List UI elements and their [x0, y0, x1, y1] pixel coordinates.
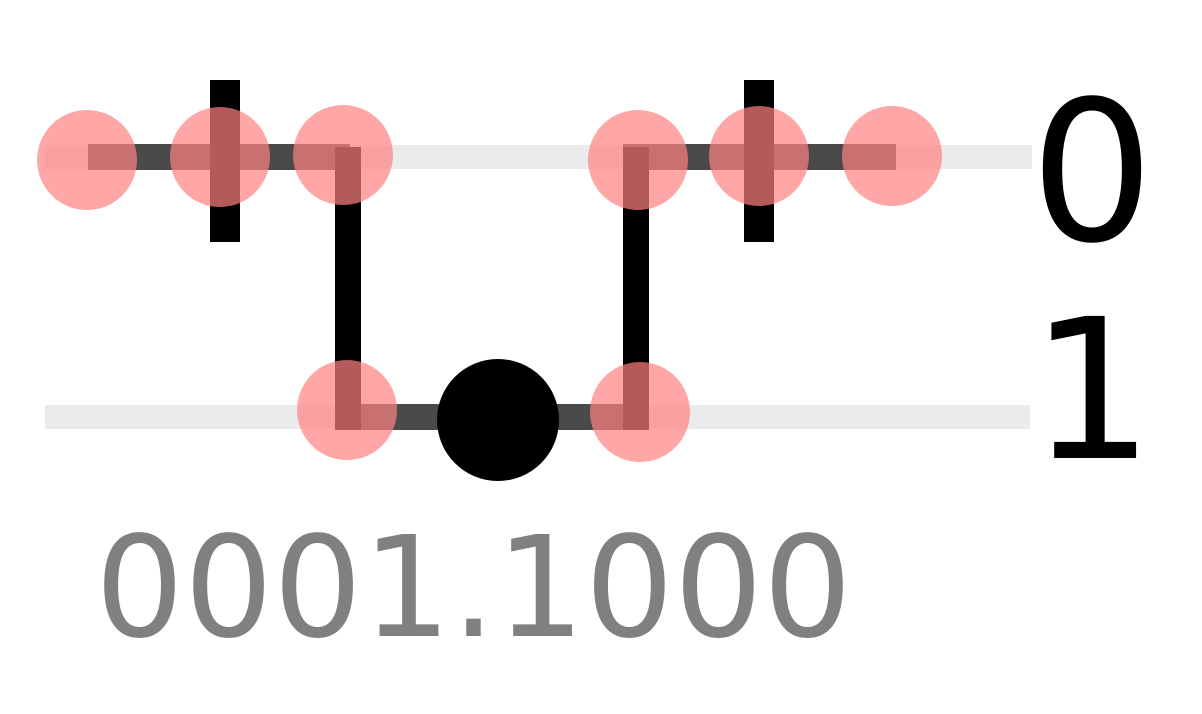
node-marker [709, 106, 809, 206]
track-1-dot [437, 359, 559, 481]
node-marker [590, 362, 690, 462]
node-marker [170, 107, 270, 207]
track-label-1: 1 [1030, 277, 1154, 504]
track-label-0: 0 [1030, 59, 1154, 286]
code-label: 0001.1000 [95, 507, 852, 670]
node-marker [588, 110, 688, 210]
node-marker [37, 110, 137, 210]
node-marker [297, 360, 397, 460]
node-marker [293, 105, 393, 205]
node-marker [842, 106, 942, 206]
